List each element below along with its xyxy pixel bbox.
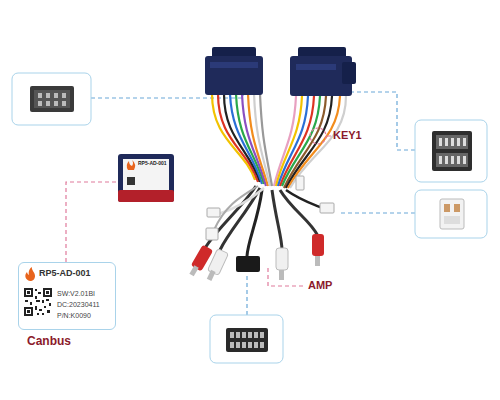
box-text: RP5-AD-001 (39, 269, 91, 279)
connector-icon-left (30, 86, 74, 112)
connector-icon-right-top (432, 131, 472, 171)
canbus-logo (23, 266, 37, 282)
main-connector-left (205, 47, 263, 95)
harness-label: KEY1 (333, 130, 362, 141)
connector-boxes (12, 73, 487, 363)
box-text: DC:20230411 (57, 301, 100, 309)
box-heading: Canbus (27, 335, 71, 348)
key1-leader (326, 136, 331, 137)
leader-lines (91, 76, 415, 315)
wires (205, 94, 346, 256)
qr-code (23, 287, 53, 317)
canbus-module (118, 154, 174, 202)
rca-plugs (189, 234, 324, 281)
box-text: SW:V2.01BI (57, 290, 95, 298)
key1-marker (310, 128, 326, 144)
box-text: P/N:K0090 (57, 312, 91, 320)
module-label: RP5-AD-001 (138, 161, 167, 166)
harness-label: AMP (308, 280, 332, 291)
connector-icon-bottom (226, 328, 268, 352)
connector-icon-right-white (440, 199, 464, 229)
main-connector-right (290, 47, 356, 96)
